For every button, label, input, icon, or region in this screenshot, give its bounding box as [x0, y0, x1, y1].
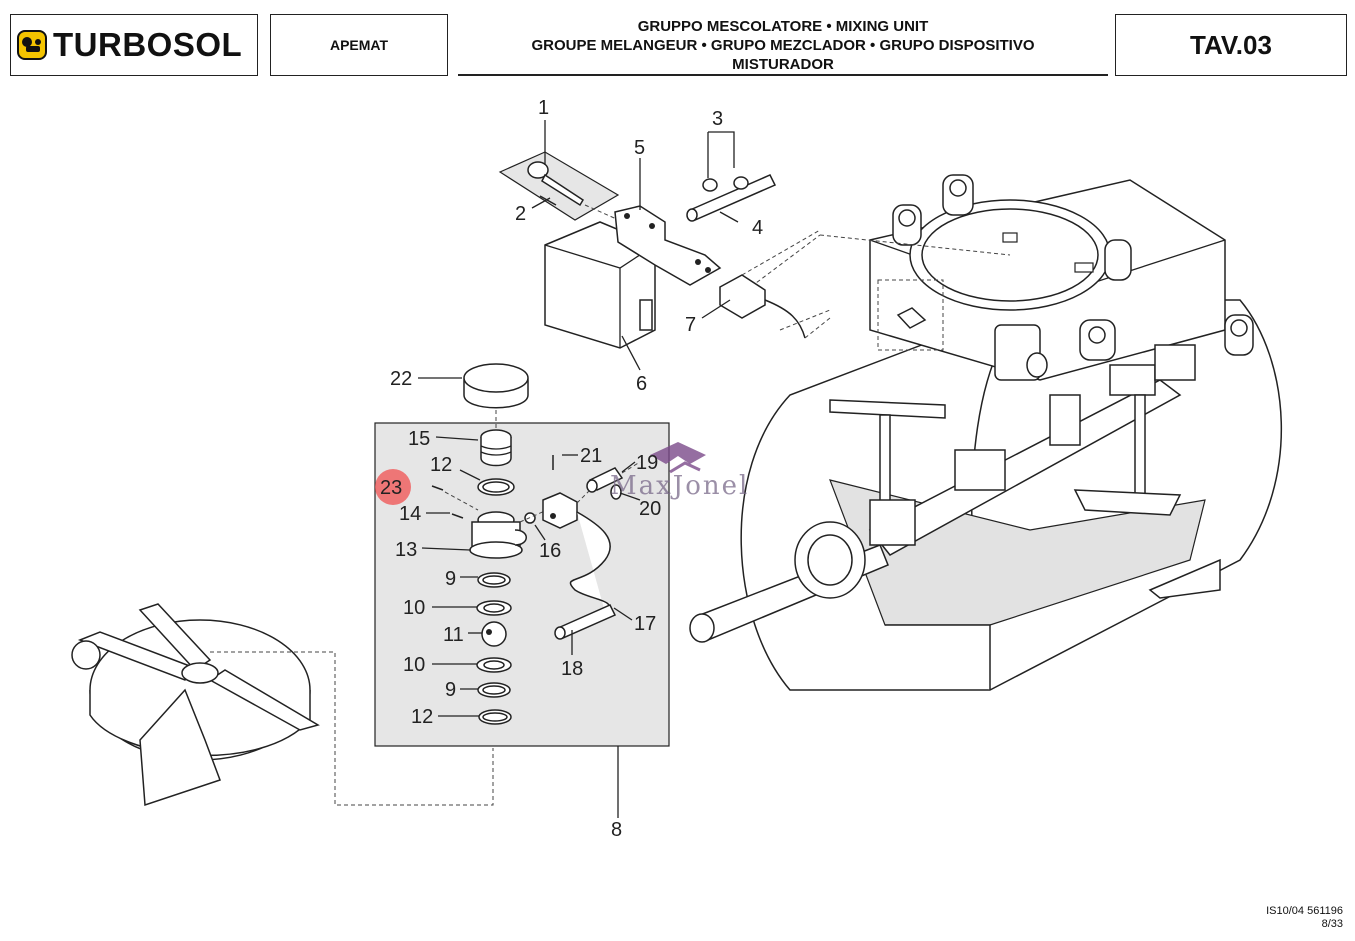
page-footer: IS10/04 561196 8/33 [1266, 905, 1343, 931]
callout-12-upper: 12 [430, 454, 452, 476]
mixer-tank-drawing [689, 174, 1282, 691]
callout-19: 19 [636, 452, 658, 474]
callout-7: 7 [685, 314, 696, 336]
turbosol-logo-icon [17, 30, 47, 60]
callout-9-upper: 9 [445, 568, 456, 590]
callout-10-upper: 10 [403, 597, 425, 619]
callout-1: 1 [538, 97, 549, 119]
callout-6: 6 [636, 373, 647, 395]
callout-21: 21 [580, 445, 602, 467]
callout-23[interactable]: 23 [380, 477, 402, 499]
brand-name: TURBOSOL [53, 26, 243, 63]
page-title: GRUPPO MESCOLATORE • MIXING UNIT GROUPE … [458, 14, 1108, 76]
title-line-3: MISTURADOR [732, 56, 834, 73]
callout-3: 3 [712, 108, 723, 130]
valve-group-drawing [374, 363, 670, 747]
callout-22: 22 [390, 368, 412, 390]
title-line-2: GROUPE MELANGEUR • GRUPO MEZCLADOR • GRU… [531, 37, 1035, 54]
paddle-lid-drawing [71, 603, 494, 807]
callout-20: 20 [639, 498, 661, 520]
leader-lines [418, 120, 739, 818]
callout-5: 5 [634, 137, 645, 159]
callout-labels: 1 2 3 4 5 6 7 8 9 10 11 10 9 12 12 13 14… [380, 97, 763, 841]
sheet-number: TAV.03 [1115, 14, 1347, 76]
callout-9-lower: 9 [445, 679, 456, 701]
document-code: IS10/04 561196 [1266, 905, 1343, 917]
callout-15: 15 [408, 428, 430, 450]
brand-logo: TURBOSOL [10, 14, 258, 76]
callout-2: 2 [515, 203, 526, 225]
model-name: APEMAT [270, 14, 448, 76]
watermark-text: MaxJonel [610, 471, 749, 501]
callout-14: 14 [399, 503, 421, 525]
callout-18: 18 [561, 658, 583, 680]
callout-13: 13 [395, 539, 417, 561]
callout-10-lower: 10 [403, 654, 425, 676]
callout-11: 11 [443, 624, 464, 646]
callout-17: 17 [634, 613, 656, 635]
callout-8: 8 [611, 819, 622, 841]
watermark: MaxJonel [610, 442, 749, 501]
highlight-part-23[interactable] [375, 469, 411, 505]
callout-12-lower: 12 [411, 706, 433, 728]
title-line-1: GRUPPO MESCOLATORE • MIXING UNIT [637, 18, 929, 35]
callout-4: 4 [752, 217, 763, 239]
callout-16: 16 [539, 540, 561, 562]
watermark-logo-icon [650, 442, 706, 464]
top-parts-drawing [498, 151, 831, 349]
page-number: 8/33 [1321, 918, 1343, 930]
